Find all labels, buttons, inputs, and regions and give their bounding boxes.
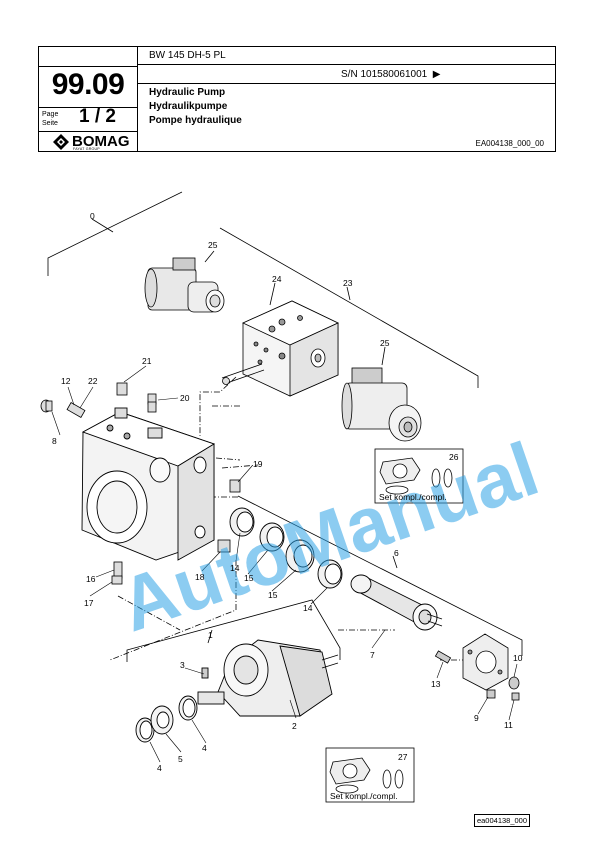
page-value: 1 / 2 [79,106,116,127]
bomag-diamond-icon [53,134,69,150]
title-english: Hydraulic Pump [149,87,226,98]
callout-2: 2 [292,721,297,731]
callout-0: 0 [90,211,95,221]
callout-7: 7 [370,650,375,660]
callout-15b: 15 [268,590,278,600]
callout-15a: 15 [244,573,254,583]
callout-25b: 25 [380,338,390,348]
callout-9: 9 [474,713,479,723]
solenoid-25-top [144,250,225,313]
callout-26: 26 [449,452,459,462]
title-german: Hydraulikpumpe [149,101,228,112]
model-row [137,47,555,65]
brand-name: BOMAG [72,133,130,150]
set-label-26: Set kompl./compl. [379,492,447,502]
footer-drawing-id: ea004138_000 [474,814,530,827]
callout-13: 13 [431,679,441,689]
page-label: Page Seite [42,111,59,127]
callout-21: 21 [142,356,152,366]
brand-subtitle: FAYAT GROUP [73,147,100,151]
bomag-logo: BOMAG FAYAT GROUP [39,131,137,152]
callout-1: 1 [208,630,213,640]
callout-17: 17 [84,598,94,608]
title-french: Pompe hydraulique [149,115,242,126]
callout-14b: 14 [303,603,313,613]
callout-5: 5 [178,754,183,764]
group-number: 99.09 [51,68,125,101]
callout-24: 24 [272,274,282,284]
pump-housing [81,407,216,561]
callout-6: 6 [394,548,399,558]
callout-23: 23 [343,278,353,288]
header-left-column: 99.09 Page Seite 1 / 2 BOMAG FAYAT GROUP [39,47,138,151]
document-id: EA004138_000_00 [475,139,544,148]
set-label-27: Set kompl./compl. [330,791,398,801]
seal-set-27 [325,747,415,803]
pump-assembly-2 [197,639,339,717]
callout-19: 19 [253,459,263,469]
serial-row [137,64,555,84]
callout-27: 27 [398,752,408,762]
callout-11: 11 [504,720,513,730]
callout-14a: 14 [230,563,240,573]
callout-16: 16 [86,574,96,584]
header-box: 99.09 Page Seite 1 / 2 BOMAG FAYAT GROUP… [38,46,556,152]
callout-4b: 4 [202,743,207,753]
callout-8: 8 [52,436,57,446]
group-number-cell: 99.09 [39,66,137,108]
callout-4a: 4 [157,763,162,773]
fittings-left [40,382,241,585]
bearing-rings [229,507,343,589]
callout-22: 22 [88,376,98,386]
end-plate-10 [434,633,520,701]
filter-cylinder-7 [350,574,443,631]
callout-10: 10 [513,653,523,663]
solenoid-25-lower [341,346,422,442]
seal-set-26 [374,448,464,504]
callout-20: 20 [180,393,190,403]
callout-12: 12 [61,376,71,386]
callout-18: 18 [195,572,205,582]
valve-block-24 [221,282,339,397]
model-name: BW 145 DH-5 PL [149,50,226,61]
serial-number: S/N 101580061001 ▶ [341,69,441,80]
callout-25a: 25 [208,240,218,250]
callout-3: 3 [180,660,185,670]
retaining-rings [135,667,209,743]
